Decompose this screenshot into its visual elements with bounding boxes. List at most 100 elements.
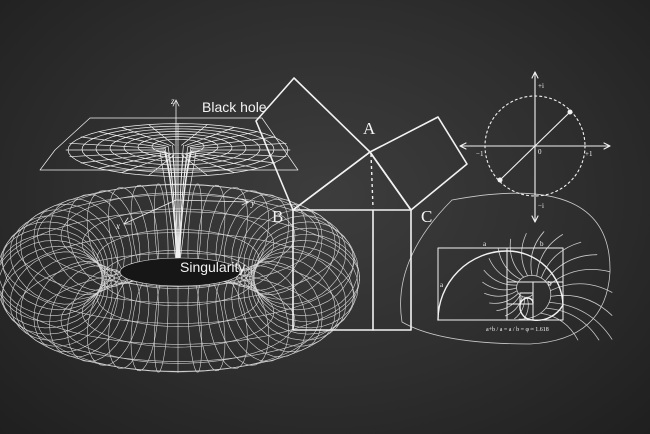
torus-meridian: [253, 234, 360, 322]
torus-meridian: [130, 275, 159, 372]
torus-meridian: [20, 209, 113, 300]
nautilus-septum: [482, 281, 517, 291]
torus-parallel: [1, 194, 355, 324]
spiral-label-a1: a: [483, 240, 487, 248]
torus-meridian: [206, 274, 248, 369]
funnel-radial: [98, 153, 169, 169]
torus-meridian: [0, 234, 103, 322]
golden-ratio-formula: a+b / a = a / b = φ ≈ 1.618: [486, 327, 549, 333]
plus-one-label: +1: [585, 150, 593, 158]
minus-one-label: −1: [476, 150, 484, 158]
funnel-radial: [184, 127, 235, 147]
hypotenuse-square: [292, 209, 412, 331]
funnel-radial: [80, 136, 167, 148]
torus-meridian: [187, 276, 202, 373]
torus-meridian: [108, 274, 150, 369]
vertex-a-label: A: [363, 119, 376, 138]
nautilus-septum: [489, 292, 519, 304]
funnel-throat: [164, 147, 177, 266]
nautilus-septum: [544, 254, 598, 282]
torus-meridian: [20, 256, 113, 347]
funnel-radial: [80, 152, 167, 164]
unit-circle-figure: [459, 71, 611, 223]
singularity-label: Singularity: [180, 259, 245, 275]
unit-circle-point-top: [567, 109, 573, 115]
black-hole-label: Black hole: [202, 99, 267, 115]
funnel-radial: [189, 136, 276, 148]
nautilus-septum: [545, 307, 600, 341]
spiral-label-b1: b: [540, 240, 544, 248]
vertex-c-label: C: [421, 207, 432, 226]
torus-meridian: [154, 276, 169, 373]
axis-x-label: x: [115, 221, 120, 231]
right-leg-square: [369, 116, 468, 211]
torus-parallel: [15, 252, 341, 372]
nautilus-septum: [548, 302, 613, 340]
funnel-ring: [123, 133, 233, 162]
nautilus-septum: [509, 238, 525, 278]
funnel-radial: [121, 127, 172, 147]
vertex-b-label: B: [272, 207, 283, 226]
pythagoras-figure: [255, 77, 468, 331]
altitude-dashed: [370, 153, 374, 209]
funnel-radial: [148, 124, 175, 146]
nautilus-septum: [521, 233, 528, 277]
nautilus-septum: [484, 290, 518, 297]
torus-parallel: [1, 232, 355, 362]
nautilus-septum: [550, 294, 613, 316]
left-leg-square: [255, 77, 371, 211]
funnel-radial: [189, 152, 276, 164]
nautilus-shell-body: [400, 192, 611, 345]
funnel-edge: [179, 151, 197, 263]
funnel-radial: [69, 142, 165, 150]
funnel-radial: [69, 150, 165, 158]
golden-spiral-curve: [437, 250, 564, 321]
singularity-disk: [119, 257, 241, 287]
torus-meridian: [243, 209, 336, 300]
nautilus-septum: [483, 269, 518, 286]
funnel-throat: [167, 146, 178, 266]
nautilus-septum: [496, 294, 521, 311]
axis-z-label: z: [170, 96, 175, 106]
plus-i-label: +i: [538, 82, 544, 90]
funnel-radial: [98, 131, 169, 147]
black-hole-funnel: [39, 117, 299, 266]
funnel-throat: [178, 146, 189, 266]
nautilus-septum: [550, 283, 613, 293]
origin-label: 0: [538, 148, 542, 156]
funnel-radial: [181, 124, 208, 146]
funnel-radial: [187, 153, 258, 169]
nautilus-septum: [540, 312, 579, 341]
funnel-ring: [109, 131, 247, 166]
spiral-label-a2: a: [440, 281, 444, 289]
nautilus-septum: [536, 234, 563, 277]
nautilus-septum: [488, 258, 519, 283]
nautilus-septum: [530, 231, 545, 276]
funnel-ring: [95, 128, 261, 170]
torus-meridian: [197, 275, 226, 372]
axis-y-label: y: [250, 198, 255, 208]
torus-parallel: [37, 183, 319, 287]
torus-parallel: [96, 229, 260, 289]
funnel-radial: [187, 131, 258, 147]
golden-rectangles: [437, 247, 564, 321]
funnel-throat: [178, 145, 184, 266]
golden-spiral: [437, 250, 564, 321]
funnel-radial: [191, 142, 287, 150]
funnel-throat: [179, 147, 192, 266]
nautilus-shell: [400, 192, 613, 345]
funnel-radial: [121, 153, 172, 173]
funnel-edge: [159, 151, 177, 263]
torus-parallel: [101, 250, 255, 306]
nautilus-outline: [516, 275, 552, 320]
funnel-radial: [184, 153, 235, 173]
minus-i-label: −i: [538, 202, 544, 210]
spiral-label-b2: b: [548, 280, 552, 288]
unit-circle-point-bottom: [497, 177, 503, 183]
black-hole-axes: [123, 99, 249, 225]
torus-parallel: [0, 211, 360, 345]
nautilus-septum: [540, 241, 582, 279]
torus-meridian: [243, 256, 336, 347]
